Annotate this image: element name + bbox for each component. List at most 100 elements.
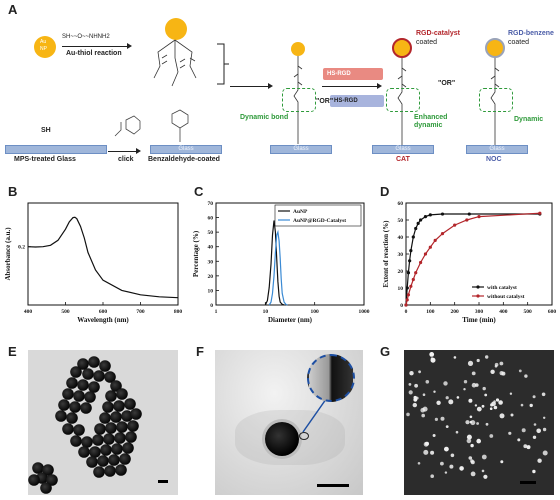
gold-nanoparticle	[115, 464, 127, 476]
gold-nanoparticle	[73, 424, 85, 436]
y-axis-label: Extent of reaction (%)	[382, 220, 390, 288]
gold-nanoparticle	[88, 356, 100, 368]
x-tick-label: 500	[524, 309, 533, 315]
dynamic-box-noc	[479, 88, 513, 112]
gold-nanoparticle	[103, 433, 115, 445]
afm-particle-dot	[470, 471, 476, 477]
data-point	[419, 218, 423, 222]
afm-particle-dot	[425, 441, 429, 446]
gold-nanoparticle	[58, 399, 70, 411]
afm-particle-dot	[495, 398, 500, 402]
gold-nanoparticle	[119, 453, 131, 465]
afm-particle-dot	[440, 461, 444, 466]
data-point	[419, 260, 423, 265]
gold-nanoparticle	[116, 388, 128, 400]
afm-particle-dot	[422, 393, 426, 396]
x-axis-label: Time (min)	[462, 316, 496, 324]
x-tick-label: 10	[263, 309, 269, 315]
dynamic-bond-box	[282, 88, 316, 112]
afm-particle-dot	[445, 396, 449, 400]
afm-particle-dot	[494, 365, 498, 368]
gold-nanoparticle	[40, 482, 52, 494]
afm-particle-dot	[485, 422, 489, 426]
dynamic-bond-label: Dynamic bond	[240, 114, 289, 121]
sh-label: SH	[41, 127, 51, 134]
data-point	[440, 212, 445, 216]
afm-particle-dot	[425, 380, 430, 384]
afm-particle-dot	[489, 407, 493, 410]
afm-particle-dot	[499, 371, 504, 376]
afm-particle-dot	[510, 413, 514, 417]
x-tick-label: 100	[311, 309, 320, 315]
afm-particle-dot	[484, 393, 488, 397]
afm-particle-dot	[474, 404, 478, 407]
x-tick-label: 1000	[359, 309, 370, 315]
afm-particle-dot	[448, 399, 454, 405]
data-point	[428, 245, 432, 249]
afm-particle-dot	[459, 466, 464, 471]
gold-nanoparticle	[77, 379, 89, 391]
cat-au-np	[392, 38, 412, 58]
click-arrow-head	[136, 148, 141, 154]
legend-box	[274, 204, 362, 227]
afm-particle-dot	[499, 413, 505, 419]
afm-particle-dot	[521, 428, 526, 433]
benzaldehyde-coated-label: Benzaldehyde-coated	[148, 156, 220, 163]
gold-nanoparticle	[110, 380, 122, 392]
bracket-to-mix	[217, 43, 229, 85]
noc-glass: Glass	[466, 145, 528, 154]
plot-frame	[215, 202, 365, 306]
afm-particle-dot	[466, 434, 472, 440]
dynamic-sub-label: dynamic	[414, 122, 443, 129]
afm-particle-dot	[436, 400, 441, 405]
afm-particle-dot	[490, 369, 495, 374]
afm-particle-dot	[445, 425, 449, 428]
afm-particle-dot	[432, 434, 436, 437]
series-line	[405, 212, 540, 306]
hs-rgd-bottom-tag: HS-RGD	[330, 95, 384, 107]
x-tick-label: 1	[215, 309, 218, 315]
enhanced-label: Enhanced	[414, 114, 448, 121]
gold-nanoparticle	[111, 443, 123, 455]
afm-particle-dot	[412, 402, 417, 408]
scale-bar-f	[317, 484, 349, 487]
data-point	[411, 277, 415, 282]
gold-nanoparticle	[100, 444, 112, 456]
reagent-structure: SH~~O~~NHNH2	[62, 34, 110, 40]
afm-particle-dot	[450, 453, 455, 458]
afm-particle-dot	[453, 356, 457, 359]
afm-particle-dot	[406, 412, 410, 417]
gold-nanoparticle	[70, 366, 82, 378]
join-arrow	[230, 86, 270, 87]
cat-linker	[397, 58, 407, 146]
data-point	[405, 286, 409, 290]
data-point	[440, 232, 445, 236]
afm-particle-dot	[434, 417, 438, 421]
afm-particle-dot	[420, 407, 425, 413]
noc-dynamic-label: Dynamic	[514, 116, 544, 123]
y-tick-label: 40	[208, 245, 214, 251]
join-arrow-head	[268, 83, 273, 89]
zoom-inset-lattice	[307, 354, 355, 402]
data-point	[428, 213, 432, 217]
afm-particle-dot	[429, 352, 435, 357]
y-tick-label: 60	[208, 216, 214, 222]
panel-b-letter: B	[8, 184, 18, 199]
afm-particle-dot	[414, 383, 418, 388]
x-tick-label: 500	[61, 309, 70, 315]
au-np-particle	[34, 36, 56, 58]
reaction-arrow-1	[62, 46, 130, 47]
noc-label: NOC	[486, 156, 502, 163]
data-point	[416, 221, 420, 225]
au-thiol-label: Au-thiol reaction	[66, 50, 122, 57]
afm-particle-dot	[509, 392, 513, 395]
x-tick-label: 400	[24, 309, 33, 315]
data-point	[453, 223, 457, 227]
x-tick-label: 800	[174, 309, 183, 315]
x-tick-label: 600	[99, 309, 108, 315]
afm-particle-dot	[485, 355, 489, 359]
rgd-arrow	[322, 86, 378, 87]
au-np-label-1: Au	[40, 39, 47, 45]
data-point	[423, 252, 428, 256]
